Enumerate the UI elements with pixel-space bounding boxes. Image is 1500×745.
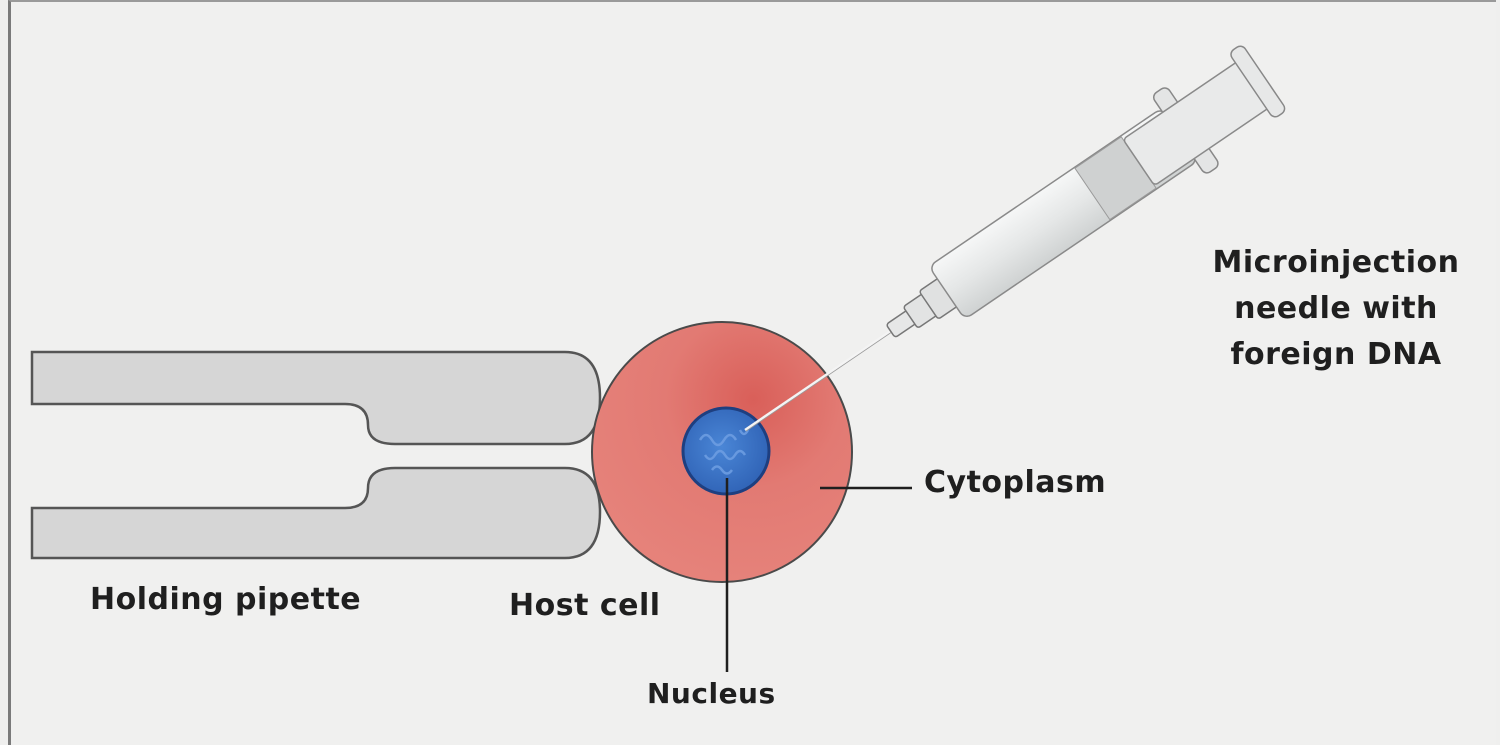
microinjection-needle (744, 45, 1286, 432)
holding-pipette-upper (30, 350, 602, 446)
cytoplasm-label: Cytoplasm (924, 465, 1107, 500)
holding-pipette-lower (30, 466, 602, 560)
needle-label-line2: needle with (1234, 291, 1438, 326)
host-cell-label: Host cell (509, 588, 661, 623)
needle-label-line1: Microinjection (1212, 245, 1460, 280)
needle-label-line3: foreign DNA (1230, 337, 1442, 372)
nucleus-label: Nucleus (647, 677, 776, 710)
dna-squiggles (698, 429, 750, 475)
holding-pipette-label: Holding pipette (90, 582, 362, 617)
needle-label: Microinjection needle with foreign DNA (1196, 240, 1476, 378)
